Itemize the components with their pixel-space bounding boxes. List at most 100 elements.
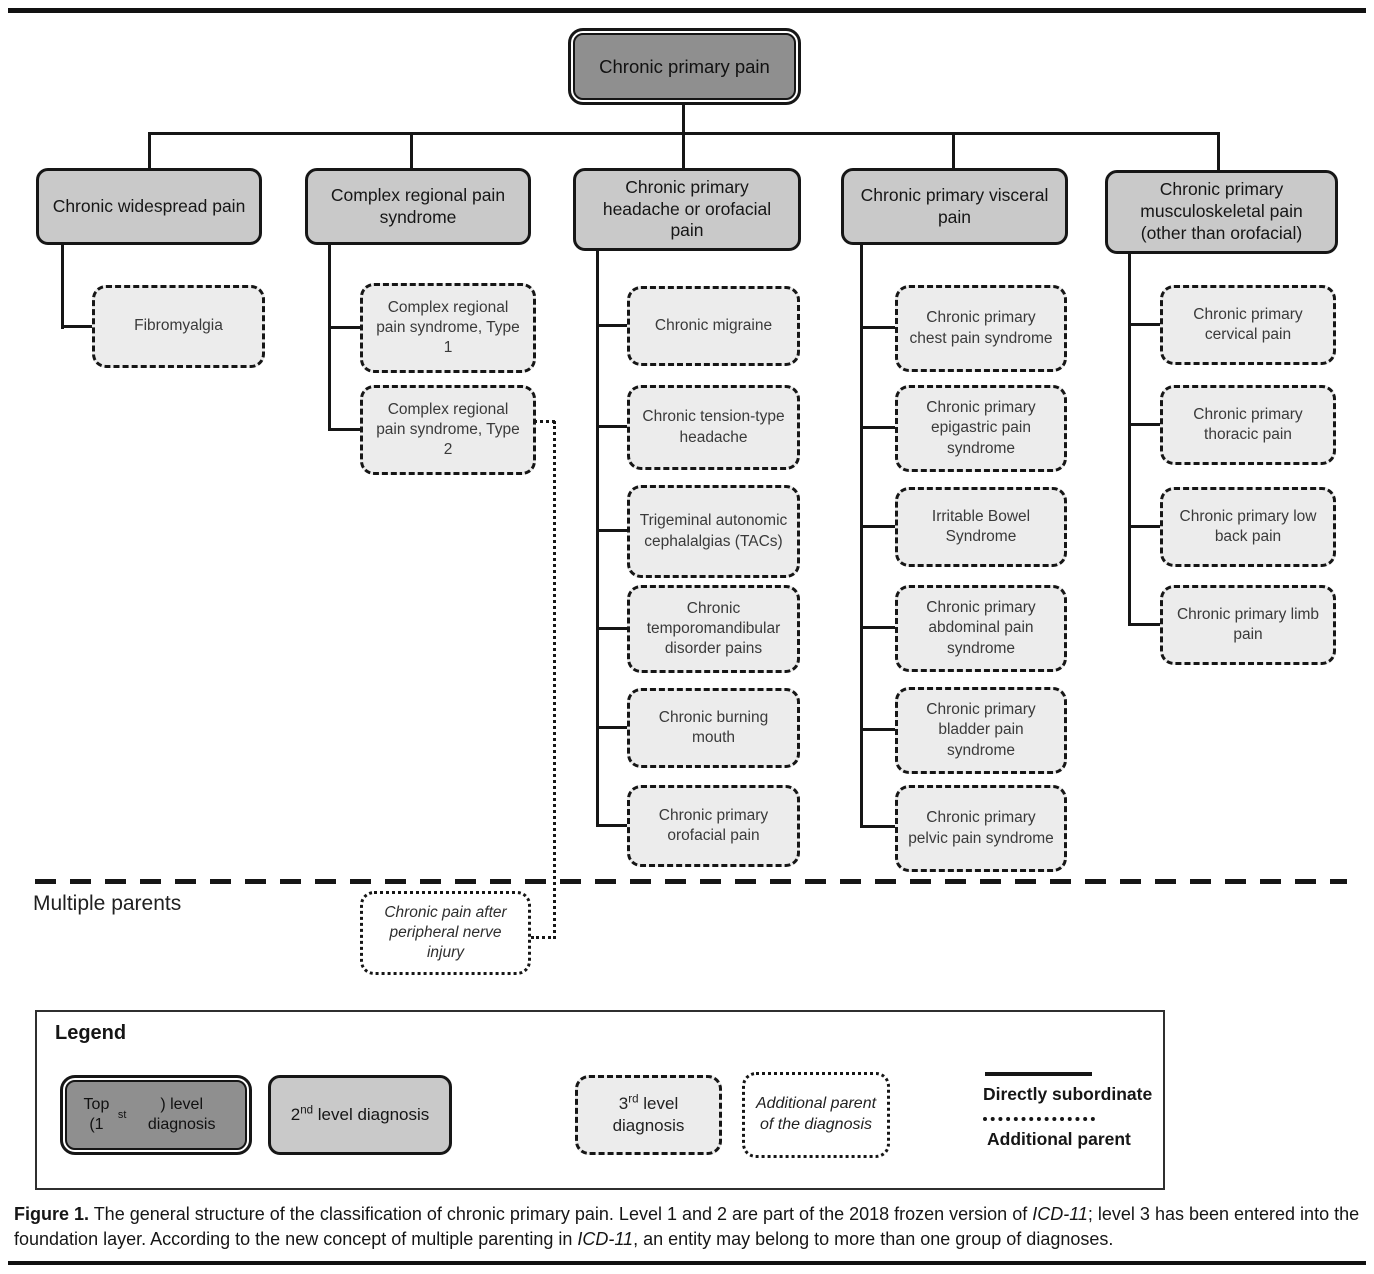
connector-line bbox=[596, 529, 627, 532]
node-label: Chronic primary thoracic pain bbox=[1193, 405, 1303, 443]
legend-third-level-label: 3rd level diagnosis bbox=[612, 1093, 685, 1135]
connector-line bbox=[148, 132, 151, 170]
connector-line bbox=[596, 627, 627, 630]
legend-title: Legend bbox=[55, 1022, 127, 1044]
caption-text: , an entity may belong to more than one … bbox=[633, 1228, 1114, 1249]
connector-line bbox=[860, 525, 895, 528]
connector-line bbox=[328, 326, 360, 329]
legend-second-level-label: 2nd level diagnosis bbox=[290, 1104, 430, 1125]
node-label: Chronic primary abdominal pain syndrome bbox=[926, 599, 1036, 657]
connector-line bbox=[410, 132, 413, 170]
connector-line bbox=[596, 726, 627, 729]
node-label: Chronic burning mouth bbox=[658, 708, 769, 746]
legend-solid-line bbox=[985, 1072, 1092, 1076]
node-chronic-primary-cervical-pain: Chronic primary cervical pain bbox=[1160, 285, 1336, 365]
legend-dotted-line bbox=[983, 1117, 1095, 1121]
legend-second-level-box: 2nd level diagnosis bbox=[268, 1075, 452, 1155]
bottom-rule bbox=[8, 1261, 1366, 1265]
node-label: Fibromyalgia bbox=[134, 317, 223, 335]
node-chronic-primary-pain: Chronic primary pain bbox=[568, 28, 801, 105]
caption-icd11: ICD-11 bbox=[1032, 1204, 1088, 1224]
node-label: Chronic primary musculoskeletal pain (ot… bbox=[1140, 179, 1303, 243]
node-chronic-widespread-pain: Chronic widespread pain bbox=[36, 168, 262, 245]
node-label: Complex regional pain syndrome bbox=[330, 184, 506, 227]
node-chronic-tension-type-headache: Chronic tension-type headache bbox=[627, 385, 800, 470]
node-chronic-migraine: Chronic migraine bbox=[627, 286, 800, 366]
connector-line bbox=[860, 626, 895, 629]
connector-line bbox=[328, 245, 331, 431]
node-chronic-primary-musculoskeletal-pain: Chronic primary musculoskeletal pain (ot… bbox=[1105, 170, 1338, 254]
connector-line bbox=[860, 728, 895, 731]
figure-caption: Figure 1. The general structure of the c… bbox=[14, 1202, 1362, 1252]
connector-line bbox=[61, 245, 64, 329]
node-label: Chronic primary low back pain bbox=[1179, 507, 1317, 545]
node-chronic-primary-epigastric-pain-syndrome: Chronic primary epigastric pain syndrome bbox=[895, 385, 1067, 472]
connector-line bbox=[860, 245, 863, 828]
connector-line bbox=[1128, 423, 1160, 426]
legend-third-level-box: 3rd level diagnosis bbox=[575, 1075, 722, 1155]
legend-directly-subordinate-label: Directly subordinate bbox=[983, 1084, 1153, 1104]
connector-line bbox=[682, 132, 685, 170]
connector-line bbox=[61, 325, 92, 328]
connector-line bbox=[860, 426, 895, 429]
legend-additional-parent-label: Additional parent bbox=[987, 1129, 1131, 1149]
node-label: Chronic migraine bbox=[654, 316, 773, 334]
node-label: Chronic primary pain bbox=[573, 33, 796, 100]
connector-line bbox=[596, 324, 627, 327]
node-chronic-primary-pelvic-pain-syndrome: Chronic primary pelvic pain syndrome bbox=[895, 785, 1067, 872]
node-label: Complex regional pain syndrome, Type 1 bbox=[376, 298, 520, 357]
connector-line bbox=[860, 326, 895, 329]
node-chronic-primary-chest-pain-syndrome: Chronic primary chest pain syndrome bbox=[895, 285, 1067, 372]
caption-text: The general structure of the classificat… bbox=[89, 1204, 1033, 1224]
node-label: Chronic pain after peripheral nerve inju… bbox=[384, 903, 507, 962]
node-chronic-primary-headache-orofacial: Chronic primary headache or orofacial pa… bbox=[573, 168, 801, 251]
node-chronic-primary-bladder-pain-syndrome: Chronic primary bladder pain syndrome bbox=[895, 687, 1067, 774]
multiple-parents-label: Multiple parents bbox=[33, 892, 182, 915]
connector-line bbox=[1128, 254, 1131, 626]
caption-text: ; level 3 has been entered into the foun… bbox=[14, 1204, 1360, 1249]
node-fibromyalgia: Fibromyalgia bbox=[92, 285, 265, 368]
legend-additional-parent-box: Additional parent of the diagnosis bbox=[742, 1072, 890, 1158]
connector-line bbox=[860, 825, 895, 828]
node-chronic-primary-thoracic-pain: Chronic primary thoracic pain bbox=[1160, 385, 1336, 465]
node-chronic-pain-after-peripheral-nerve-injury: Chronic pain after peripheral nerve inju… bbox=[360, 891, 531, 975]
node-label: Chronic primary bladder pain syndrome bbox=[926, 701, 1036, 759]
top-rule bbox=[8, 8, 1366, 13]
node-chronic-primary-abdominal-pain-syndrome: Chronic primary abdominal pain syndrome bbox=[895, 585, 1067, 672]
node-label: Chronic widespread pain bbox=[52, 195, 246, 216]
connector-line bbox=[596, 251, 599, 827]
node-complex-regional-pain-syndrome: Complex regional pain syndrome bbox=[305, 168, 531, 245]
node-label: Chronic primary headache or orofacial pa… bbox=[602, 176, 772, 241]
node-label: Chronic primary chest pain syndrome bbox=[909, 309, 1053, 347]
node-label: Chronic primary visceral pain bbox=[860, 184, 1049, 227]
connector-line bbox=[1217, 132, 1220, 172]
multiple-parents-divider bbox=[35, 879, 1347, 884]
connector-line bbox=[1128, 323, 1160, 326]
node-irritable-bowel-syndrome: Irritable Bowel Syndrome bbox=[895, 487, 1067, 567]
node-label: Chronic primary orofacial pain bbox=[658, 806, 769, 844]
connector-line bbox=[682, 104, 685, 134]
caption-icd11: ICD-11 bbox=[577, 1228, 634, 1249]
connector-line bbox=[596, 824, 627, 827]
node-chronic-primary-visceral-pain: Chronic primary visceral pain bbox=[841, 168, 1068, 245]
additional-parent-connector bbox=[553, 421, 556, 939]
caption-figure-label: Figure 1. bbox=[14, 1204, 90, 1224]
node-chronic-primary-limb-pain: Chronic primary limb pain bbox=[1160, 585, 1336, 665]
connector-line bbox=[596, 425, 627, 428]
node-label: Chronic primary limb pain bbox=[1176, 605, 1320, 643]
connector-line bbox=[952, 132, 955, 170]
node-chronic-burning-mouth: Chronic burning mouth bbox=[627, 688, 800, 768]
node-label: Trigeminal autonomic cephalalgias (TACs) bbox=[639, 512, 788, 550]
node-label: Irritable Bowel Syndrome bbox=[931, 507, 1031, 545]
legend-additional-parent-box-label: Additional parent of the diagnosis bbox=[755, 1095, 877, 1133]
node-label: Chronic primary epigastric pain syndrome bbox=[926, 399, 1036, 457]
node-label: Chronic tension-type headache bbox=[642, 408, 785, 446]
additional-parent-connector bbox=[531, 936, 556, 939]
node-chronic-temporomandibular-disorder-pains: Chronic temporomandibular disorder pains bbox=[627, 585, 800, 673]
node-chronic-primary-orofacial-pain: Chronic primary orofacial pain bbox=[627, 785, 800, 867]
node-label: Complex regional pain syndrome, Type 2 bbox=[376, 400, 520, 459]
node-chronic-primary-low-back-pain: Chronic primary low back pain bbox=[1160, 487, 1336, 567]
